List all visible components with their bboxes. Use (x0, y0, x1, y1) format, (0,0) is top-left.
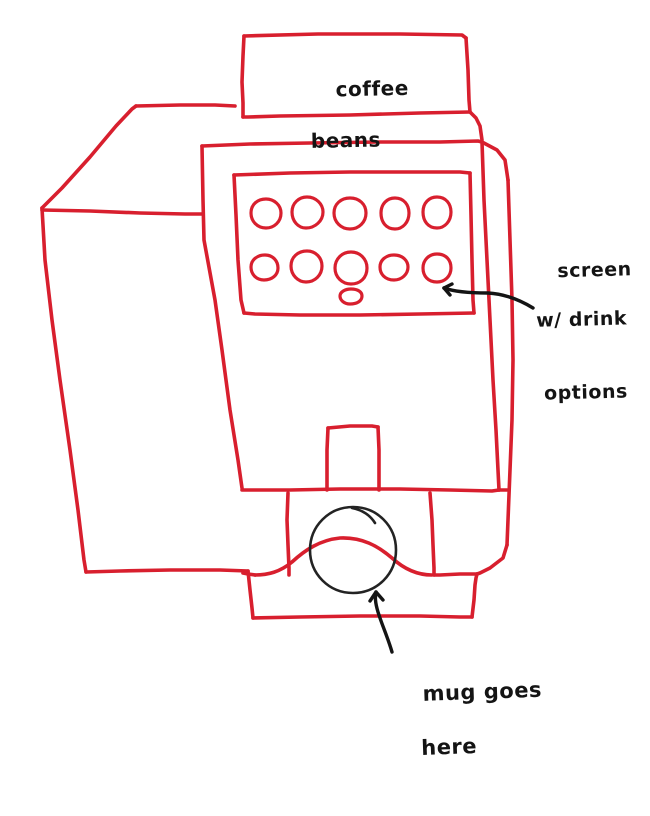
mug-label-line-2: here (420, 733, 478, 760)
screen-label-line-3: options (543, 380, 629, 405)
sketch-canvas: coffee beans screen w/ drink options mug… (40, 32, 636, 760)
hopper-label-line-1: coffee (335, 75, 410, 101)
screen-label-line-2: w/ drink (535, 307, 628, 332)
drink-button-4 (379, 196, 411, 231)
bean-hopper (240, 32, 472, 119)
drink-button-2 (290, 195, 325, 230)
screen-drink-buttons-row-2[interactable] (249, 249, 453, 286)
coffee-machine-drawing (40, 32, 535, 654)
screen-bezel (232, 170, 476, 317)
drink-button-7 (289, 249, 324, 284)
mug-label-line-1: mug goes (422, 677, 543, 706)
drink-button-6 (249, 253, 280, 282)
left-side-panel (40, 103, 484, 574)
screen-label: screen w/ drink options (528, 233, 636, 454)
mug (308, 505, 398, 595)
drink-button-5 (421, 195, 453, 230)
front-panel (200, 139, 501, 493)
drink-button-3 (332, 196, 368, 231)
drink-button-1 (249, 197, 283, 230)
hopper-label: coffee beans (305, 50, 411, 206)
drink-button-9 (378, 253, 410, 282)
drink-button-8 (333, 250, 369, 286)
hopper-label-line-2: beans (310, 127, 382, 153)
right-body-edge (480, 140, 515, 547)
drink-button-11 (338, 287, 364, 306)
screen-annotation-arrow (442, 282, 535, 310)
drip-tray (241, 491, 436, 577)
screen-drink-buttons-extra[interactable] (338, 287, 364, 306)
mug-annotation-arrow (368, 590, 394, 654)
screen-drink-buttons-row-1[interactable] (249, 195, 453, 231)
mug-label: mug goes here (390, 650, 546, 816)
drink-button-10 (421, 252, 453, 284)
base-tray (246, 543, 509, 620)
spout (325, 424, 381, 492)
screen-label-line-1: screen (557, 258, 632, 283)
